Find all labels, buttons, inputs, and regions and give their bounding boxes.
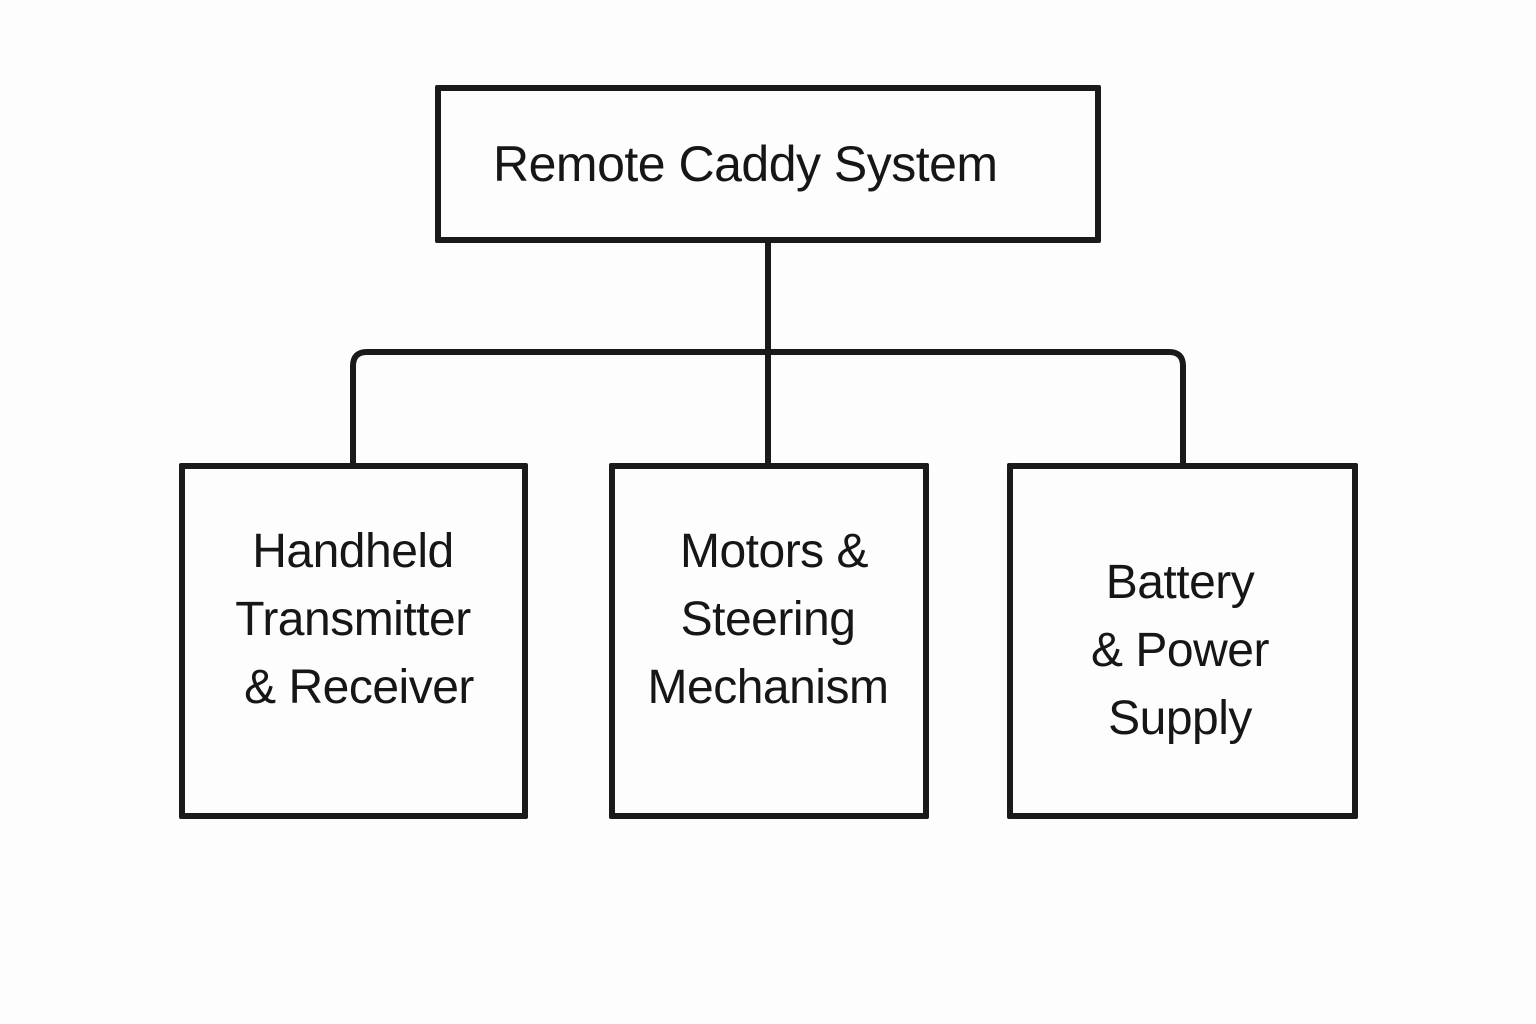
handheld-transmitter-node (179, 463, 528, 819)
root-node (435, 85, 1101, 243)
label-line: Motors & (679, 525, 869, 578)
label-line: Transmitter (235, 593, 471, 646)
label-line: Mechanism (647, 661, 889, 714)
label-line: Handheld (252, 525, 454, 578)
label-line: & Power (1091, 624, 1269, 677)
root-node-label: Remote Caddy System (493, 136, 998, 192)
label-line: Battery (1105, 556, 1255, 609)
label-line: Supply (1108, 692, 1252, 745)
battery-power-node (1007, 463, 1358, 819)
motors-steering-label: Motors & Steering Mechanism (648, 518, 889, 722)
battery-power-label: Battery & Power Supply (1091, 549, 1269, 753)
motors-steering-node (609, 463, 929, 819)
label-line: Steering (680, 593, 856, 646)
label-line: & Receiver (244, 661, 474, 714)
handheld-transmitter-label: Handheld Transmitter & Receiver (232, 518, 474, 722)
